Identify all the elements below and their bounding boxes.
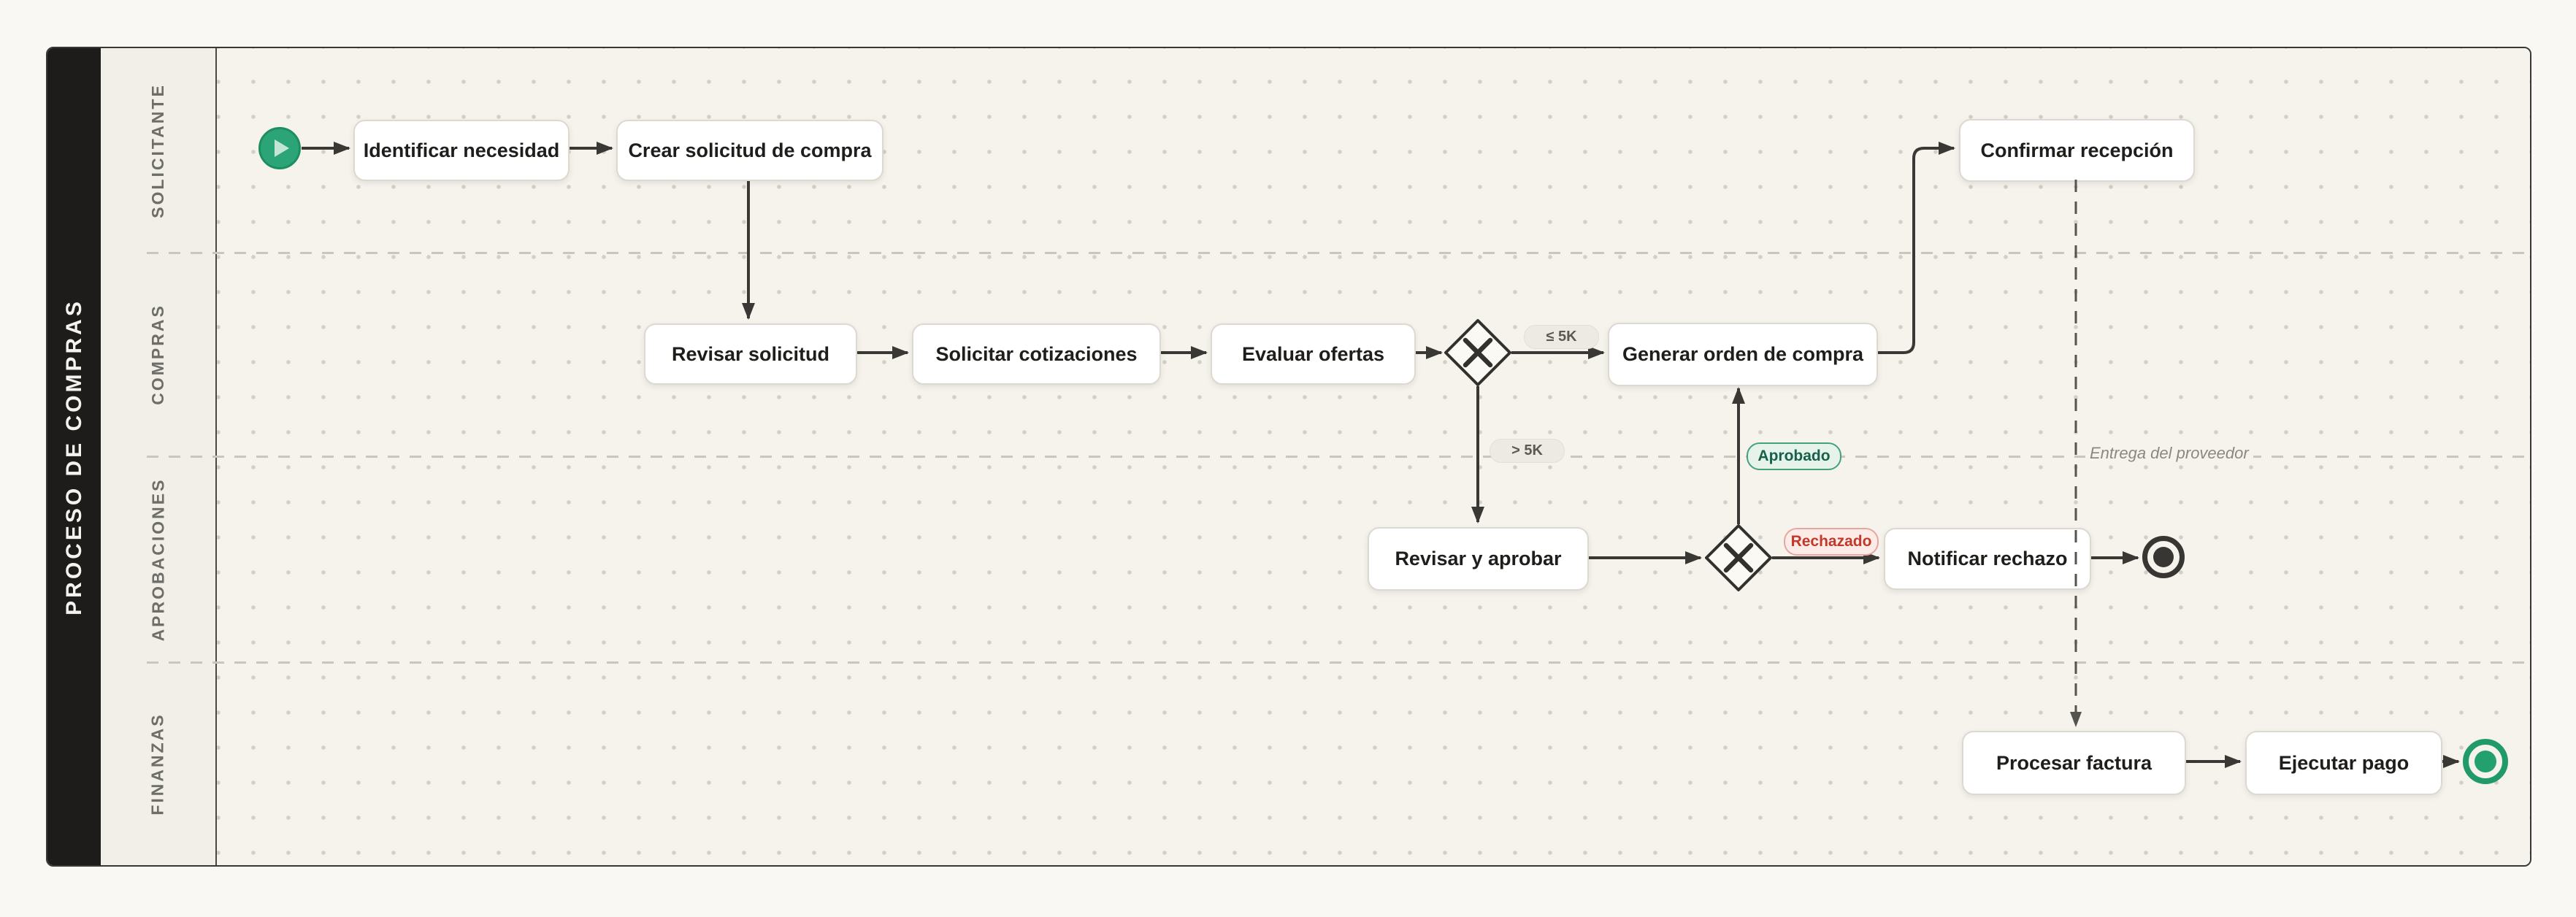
end-event-rechazo[interactable] [2142,536,2185,578]
task-crear-solicitud[interactable]: Crear solicitud de compra [616,120,883,181]
task-generar-orden[interactable]: Generar orden de compra [1608,323,1878,386]
task-confirmar-recepcion[interactable]: Confirmar recepción [1959,119,2195,182]
gateway-aprobacion[interactable] [1705,524,1772,591]
exclusive-gateway-icon [1444,319,1511,386]
start-event[interactable] [258,127,301,169]
terminate-dot-icon [2153,547,2174,567]
edge-label-menor-igual-5k[interactable]: ≤ 5K [1524,325,1599,349]
label-entrega-proveedor: Entrega del proveedor [2085,444,2253,463]
task-revisar-solicitud[interactable]: Revisar solicitud [644,323,857,385]
process-title: PROCESO DE COMPRAS [61,298,86,615]
task-revisar-aprobar[interactable]: Revisar y aprobar [1368,527,1589,591]
lane-divider [147,661,2530,664]
play-icon [275,139,289,157]
exclusive-gateway-icon [1705,524,1772,591]
end-dot-icon [2475,751,2496,772]
edge-label-mayor-5k[interactable]: > 5K [1490,439,1565,463]
lane-divider [147,456,2530,458]
x-mark-icon [1463,337,1493,368]
x-mark-icon [1723,542,1754,573]
badge-aprobado[interactable]: Aprobado [1747,442,1841,470]
task-notificar-rechazo[interactable]: Notificar rechazo [1884,528,2091,590]
lane-divider [147,252,2530,254]
task-evaluar-ofertas[interactable]: Evaluar ofertas [1211,323,1416,385]
task-ejecutar-pago[interactable]: Ejecutar pago [2245,731,2442,795]
process-title-bar: PROCESO DE COMPRAS [47,48,101,865]
end-event-pago[interactable] [2463,739,2508,784]
gateway-monto[interactable] [1444,319,1511,386]
task-identificar-necesidad[interactable]: Identificar necesidad [353,120,570,181]
task-procesar-factura[interactable]: Procesar factura [1962,731,2186,795]
badge-rechazado[interactable]: Rechazado [1784,528,1879,556]
task-solicitar-cotizaciones[interactable]: Solicitar cotizaciones [912,323,1161,385]
